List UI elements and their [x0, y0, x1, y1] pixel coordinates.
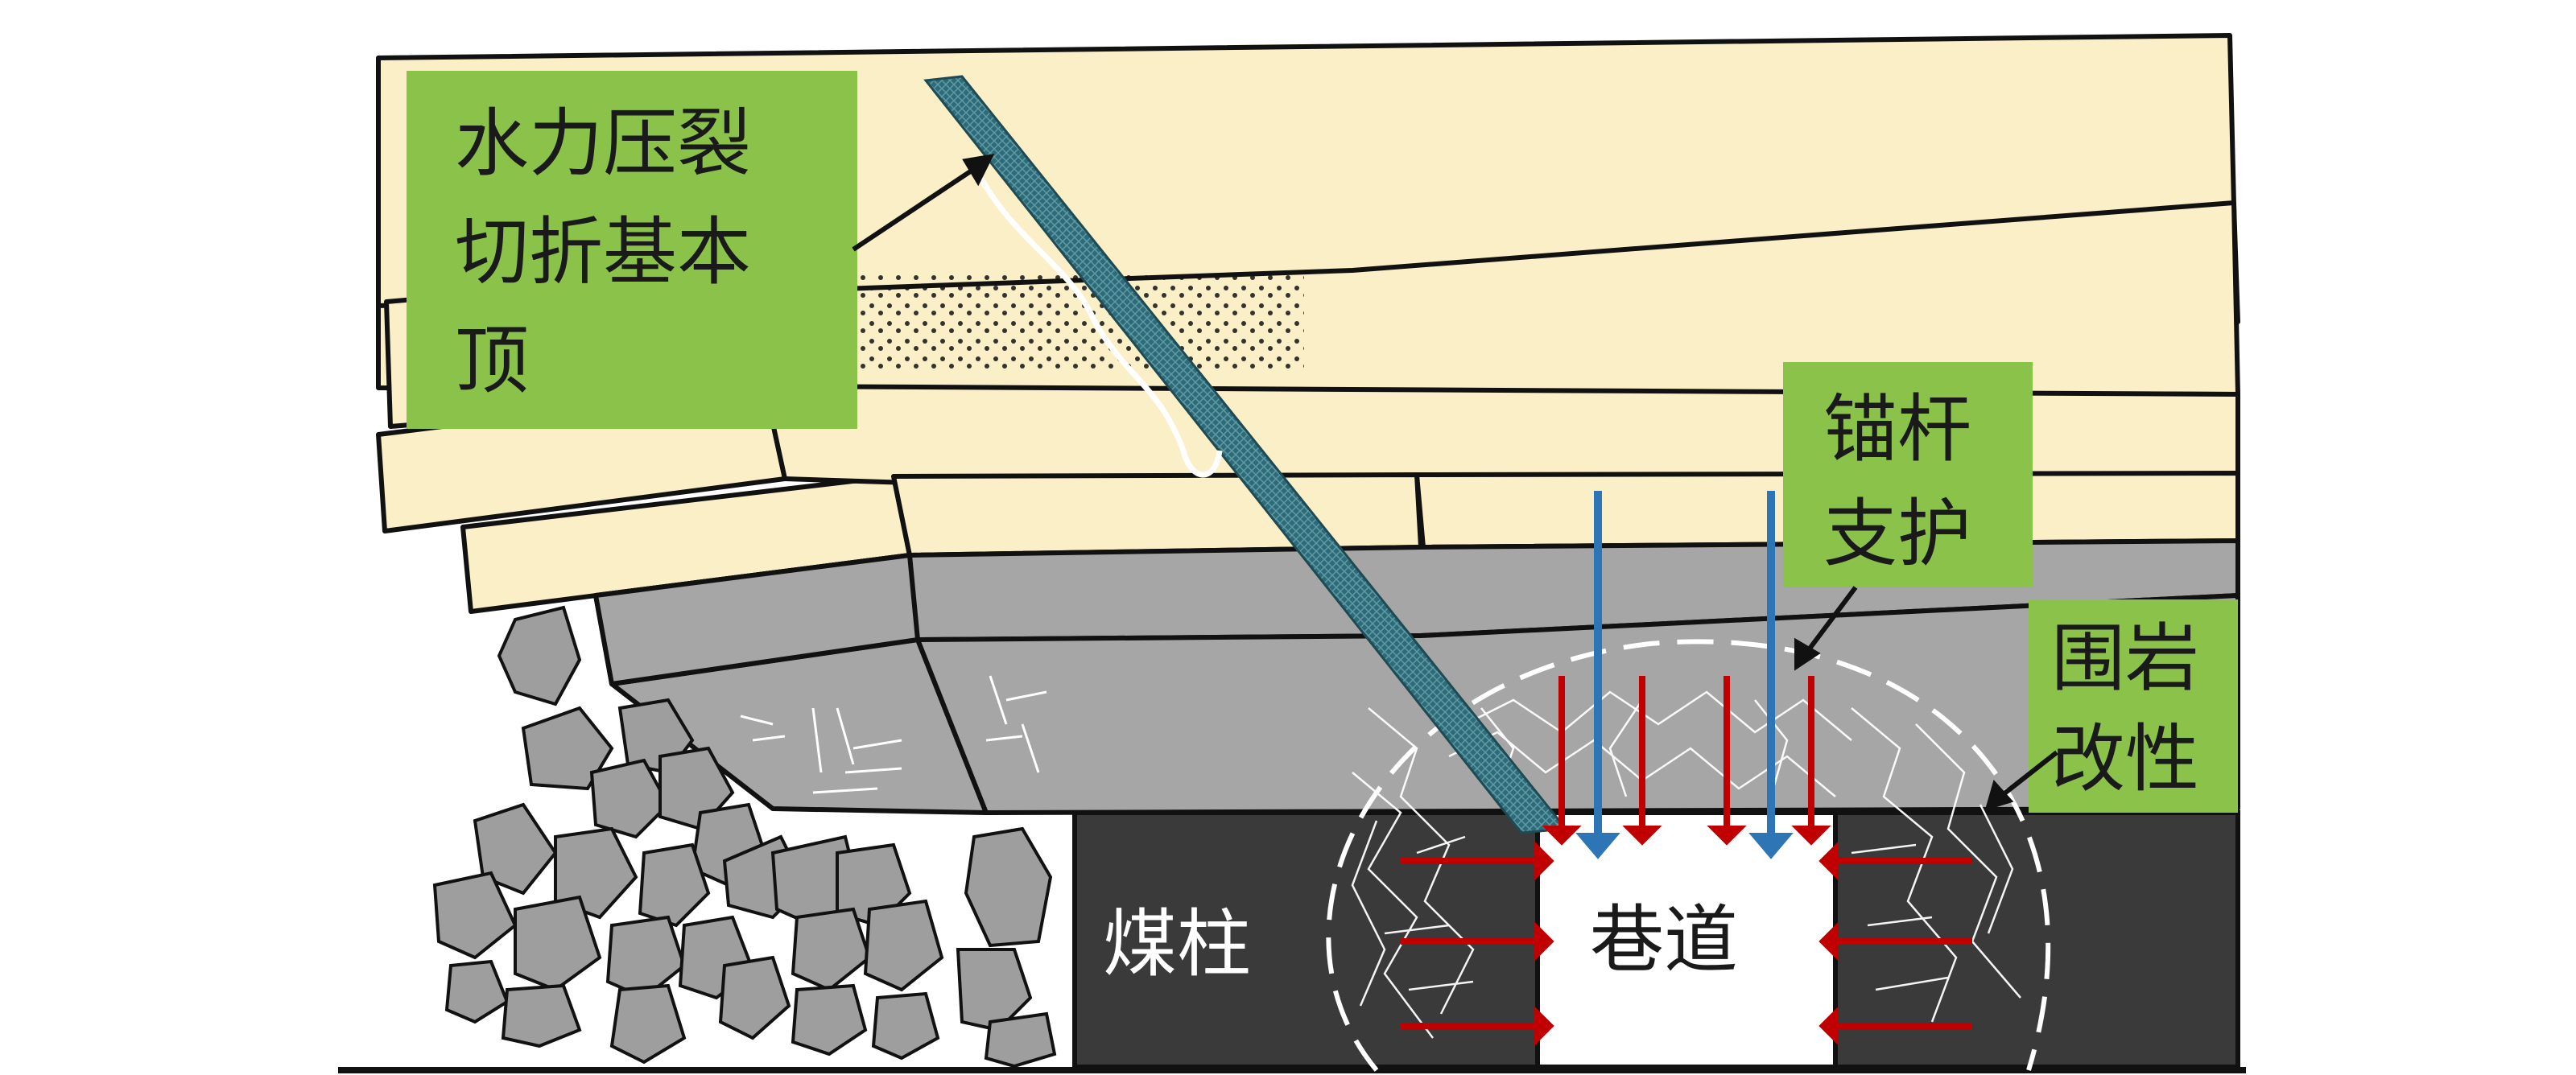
- label-rock-modification: 围岩 改性: [2029, 599, 2238, 813]
- hf-line-1: 水力压裂: [455, 101, 751, 187]
- gray-slab-small: [593, 553, 920, 686]
- bolt-line-1: 锚杆: [1823, 386, 1971, 472]
- roof-cracks: [740, 675, 1047, 794]
- modification-boundary: [1326, 639, 2051, 1072]
- fracture-crack: [975, 171, 1223, 478]
- roadway-label: 巷道: [1590, 897, 1738, 983]
- roof-cables-blue: [1575, 491, 1794, 859]
- label-hydraulic-fracturing: 水力压裂 切折基本 顶: [407, 71, 857, 429]
- rib-bolts-right: [1818, 841, 1972, 1046]
- hf-line-3: 顶: [455, 318, 529, 404]
- gangue-pile: [432, 605, 1057, 1069]
- rib-bolts-left: [1401, 841, 1554, 1046]
- label-bolt-support: 锚杆 支护: [1783, 362, 2033, 587]
- pointer-arrows: [852, 154, 2058, 811]
- bolt-line-2: 支护: [1823, 491, 1971, 577]
- rock-line-1: 围岩: [2051, 616, 2199, 702]
- roof-bolts-red: [1542, 676, 1831, 846]
- rock-line-2: 改性: [2051, 716, 2199, 802]
- coal-pillar-label: 煤柱: [1103, 901, 1251, 987]
- fracture-network: [1351, 690, 2021, 1039]
- lower-yellow-block: [891, 472, 1423, 558]
- hf-line-2: 切折基本: [455, 209, 751, 295]
- dotted-zone: [853, 274, 1304, 370]
